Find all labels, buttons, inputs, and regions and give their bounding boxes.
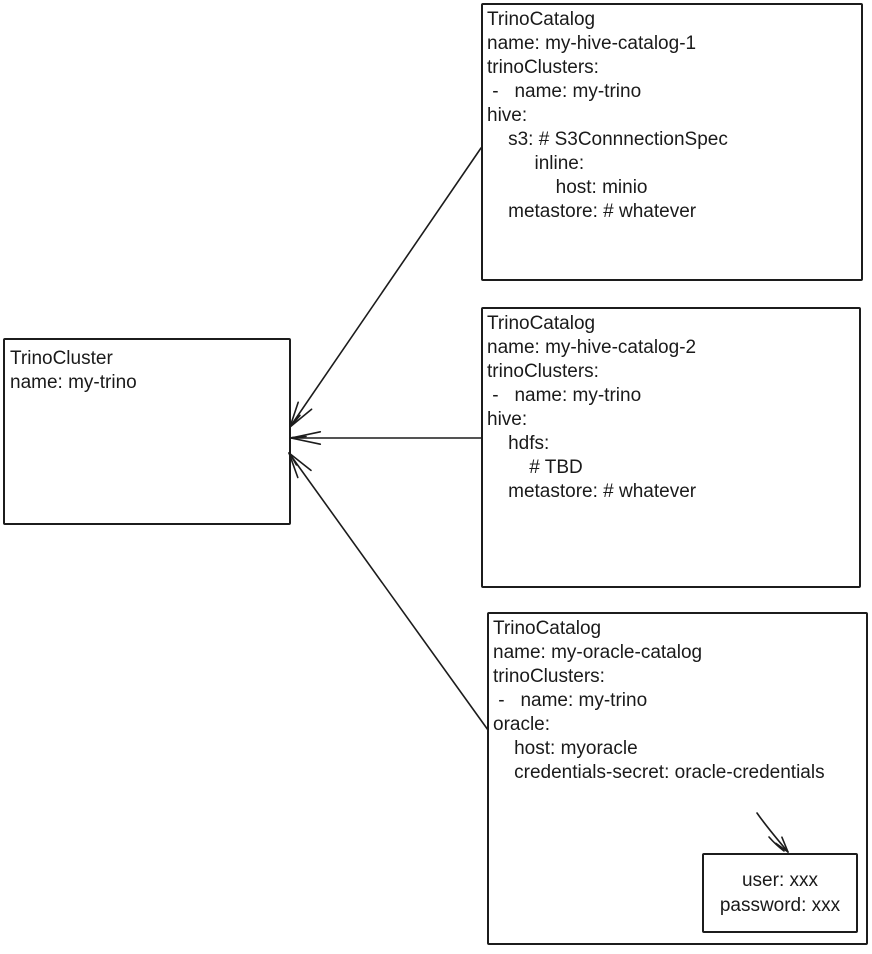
trino-cluster-box: TrinoCluster name: my-trino <box>3 338 291 525</box>
trino-catalog-1-box: TrinoCatalog name: my-hive-catalog-1 tri… <box>481 3 863 281</box>
trino-catalog-2-box: TrinoCatalog name: my-hive-catalog-2 tri… <box>481 307 861 588</box>
yaml-line: name: my-hive-catalog-1 <box>487 33 697 54</box>
yaml-line: hdfs: <box>487 433 550 454</box>
credentials-secret-box: user: xxx password: xxx <box>702 853 858 933</box>
arrowhead-catalog1 <box>289 408 313 428</box>
yaml-line: trinoClusters: <box>487 361 599 382</box>
arrowhead-catalog2 <box>291 435 307 439</box>
yaml-line: hive: <box>487 409 528 430</box>
yaml-line: - name: my-trino <box>493 690 648 711</box>
catalog-title: TrinoCatalog <box>487 313 596 334</box>
credentials-password-line: password: xxx <box>719 895 841 916</box>
yaml-line: # TBD <box>487 457 583 478</box>
catalog-title: TrinoCatalog <box>493 618 602 639</box>
yaml-line: name: my-hive-catalog-2 <box>487 337 697 358</box>
yaml-line: hive: <box>487 105 528 126</box>
yaml-line: oracle: <box>493 714 551 735</box>
connector-catalog1-cluster <box>289 147 482 428</box>
yaml-line: - name: my-trino <box>487 81 642 102</box>
arrowhead-catalog1 <box>289 401 299 428</box>
yaml-line: s3: # S3ConnnectionSpec <box>487 129 728 150</box>
yaml-line: credentials-secret: oracle-credentials <box>493 762 825 783</box>
catalog-title: TrinoCatalog <box>487 9 596 30</box>
yaml-line: metastore: # whatever <box>487 201 697 222</box>
cluster-name-line: name: my-trino <box>10 372 137 393</box>
arrowhead-catalog2 <box>290 431 322 439</box>
yaml-line: inline: <box>487 153 585 174</box>
arrowhead-catalog2 <box>290 437 322 445</box>
arrowhead-catalog3 <box>288 452 312 472</box>
trino-catalog-3-box: TrinoCatalog name: my-oracle-catalog tri… <box>487 612 868 945</box>
yaml-line: metastore: # whatever <box>487 481 697 502</box>
cluster-title: TrinoCluster <box>10 348 113 369</box>
yaml-line: name: my-oracle-catalog <box>493 642 703 663</box>
arrowhead-catalog1 <box>290 414 301 427</box>
yaml-line: trinoClusters: <box>493 666 605 687</box>
yaml-line: host: myoracle <box>493 738 638 759</box>
yaml-line: trinoClusters: <box>487 57 599 78</box>
connector-catalog3-cluster <box>288 452 489 731</box>
yaml-line: - name: my-trino <box>487 385 642 406</box>
credentials-user-line: user: xxx <box>741 870 819 891</box>
yaml-line: host: minio <box>487 177 648 198</box>
